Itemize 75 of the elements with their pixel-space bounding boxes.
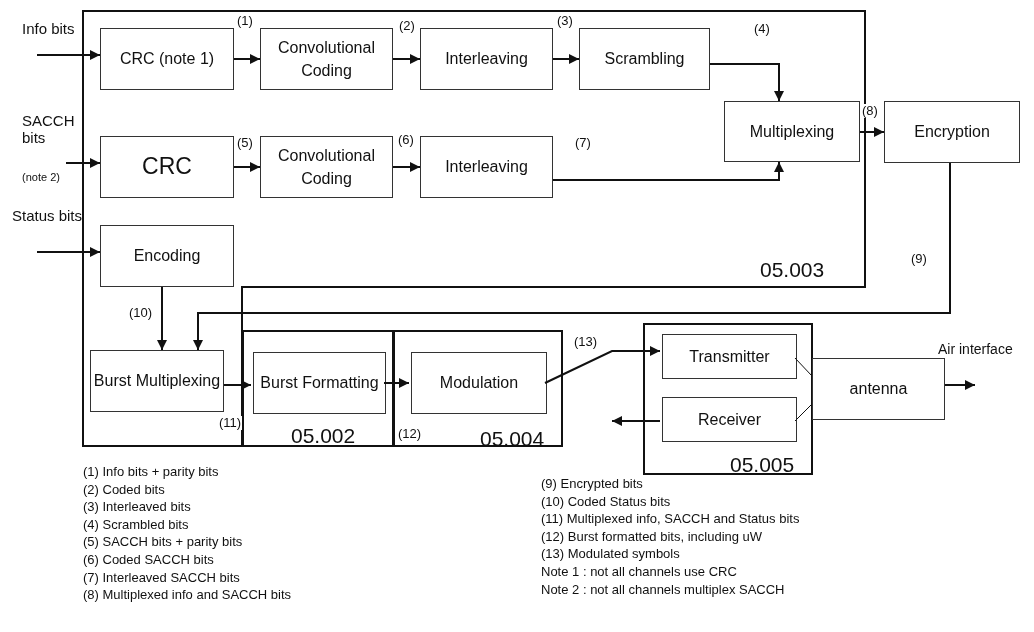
- input-label: Info bits: [22, 20, 75, 37]
- process-box: Multiplexing: [724, 101, 860, 162]
- section-number: 05.003: [760, 258, 825, 282]
- legend-entry: (3) Interleaved bits: [83, 499, 191, 515]
- arrow: [392, 162, 421, 172]
- arrow: [193, 162, 951, 351]
- edge-label: (2): [398, 19, 416, 34]
- process-box: CRC: [100, 136, 234, 198]
- arrow: [36, 247, 101, 257]
- process-box: Transmitter: [662, 334, 797, 379]
- arrow: [383, 378, 410, 388]
- edge-label: (6): [397, 133, 415, 148]
- edge-label: (13): [573, 335, 599, 350]
- legend-entry: (5) SACCH bits + parity bits: [83, 534, 243, 550]
- section-number: 05.002: [291, 424, 356, 448]
- arrow: [552, 54, 580, 64]
- process-box: Encoding: [100, 225, 234, 287]
- legend-entry: (2) Coded bits: [83, 481, 165, 497]
- arrow: [233, 54, 261, 64]
- edge-label: (7): [574, 136, 592, 151]
- legend-entry: (1) Info bits + parity bits: [83, 464, 219, 479]
- arrow: [709, 63, 784, 102]
- legend-entry: (6) Coded SACCH bits: [83, 552, 214, 567]
- legend-entry: (4) Scrambled bits: [83, 516, 189, 532]
- process-box: Burst Multiplexing: [90, 350, 224, 412]
- arrow: [611, 416, 661, 426]
- edge-label: (12): [397, 427, 423, 442]
- output-label: Air interface: [938, 341, 1013, 357]
- arrow: [65, 158, 101, 168]
- arrow: [233, 162, 261, 172]
- arrow: [392, 54, 421, 64]
- process-box: Interleaving: [420, 28, 553, 90]
- connector-line: [794, 403, 813, 422]
- process-box: Burst Formatting: [253, 352, 386, 414]
- legend-entry: (9) Encrypted bits: [541, 476, 643, 491]
- process-box: Interleaving: [420, 136, 553, 198]
- edge-label: (9): [910, 252, 928, 267]
- input-label: SACCH bits: [22, 112, 76, 147]
- arrow: [944, 380, 976, 390]
- arrow: [36, 50, 101, 60]
- legend-entry: (11) Multiplexed info, SACCH and Status bits: [541, 511, 800, 527]
- input-label: Status bits: [12, 207, 83, 224]
- edge-label: (1): [236, 14, 254, 29]
- process-box: Convolutional Coding: [260, 28, 393, 90]
- legend-entry: (10) Coded Status bits: [541, 493, 671, 509]
- arrow: [552, 161, 784, 181]
- standard-section-frame: [393, 330, 563, 447]
- connector-line: [794, 357, 813, 377]
- legend-entry: (12) Burst formatted bits, including uW: [541, 528, 763, 544]
- edge-label: (10): [128, 306, 154, 321]
- legend-entry: Note 1 : not all channels use CRC: [541, 564, 737, 579]
- edge-label: (8): [861, 104, 879, 119]
- edge-label: (4): [753, 22, 771, 37]
- edge-label: (3): [556, 14, 574, 29]
- standard-section-frame: [643, 323, 813, 475]
- process-box: Encryption: [884, 101, 1020, 163]
- process-box: Receiver: [662, 397, 797, 442]
- process-box: antenna: [812, 358, 945, 420]
- standard-section-frame: [242, 330, 394, 447]
- legend-entry: (13) Modulated symbols: [541, 546, 680, 562]
- legend-entry: (8) Multiplexed info and SACCH bits: [83, 587, 292, 603]
- process-box: CRC (note 1): [100, 28, 234, 90]
- process-box: Scrambling: [579, 28, 710, 90]
- arrow: [859, 127, 885, 137]
- arrow: [544, 346, 661, 384]
- process-box: Modulation: [411, 352, 547, 414]
- section-number: 05.005: [730, 453, 795, 477]
- arrow: [157, 286, 167, 351]
- legend-entry: Note 2 : not all channels multiplex SACCH: [541, 581, 785, 597]
- arrow: [223, 380, 252, 390]
- edge-label: (11): [218, 416, 243, 431]
- edge-label: (5): [236, 136, 254, 151]
- legend-entry: (7) Interleaved SACCH bits: [83, 569, 240, 585]
- input-label: (note 2): [22, 171, 60, 183]
- process-box: Convolutional Coding: [260, 136, 393, 198]
